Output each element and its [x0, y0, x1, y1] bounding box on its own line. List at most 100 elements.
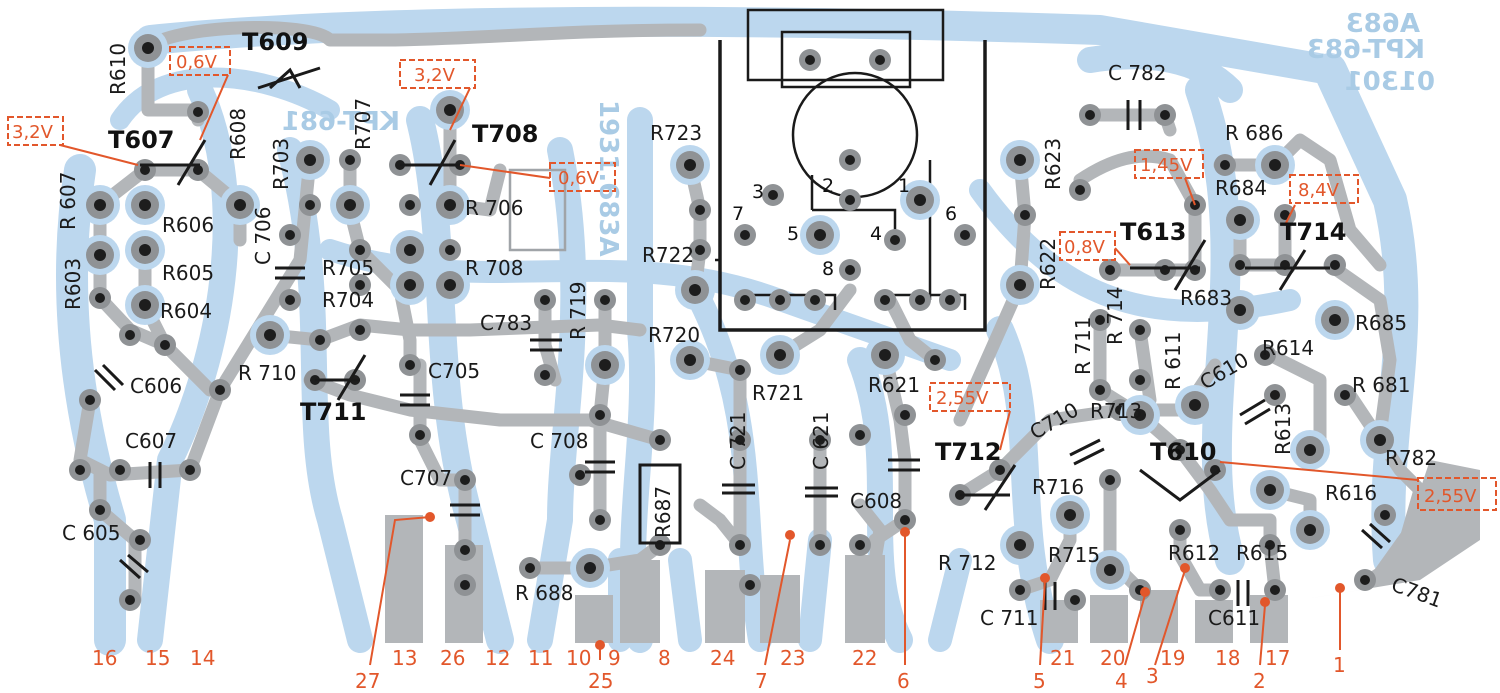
label-r703: R703	[269, 138, 293, 190]
pad-hole	[1175, 445, 1185, 455]
c705-body	[400, 393, 430, 407]
label-r621: R621	[868, 373, 920, 397]
pad-hole	[405, 200, 415, 210]
label-r623: R623	[1041, 138, 1065, 190]
pad-hole	[234, 199, 246, 211]
label-r684: R684	[1215, 176, 1267, 200]
testpoint-2: 2	[1253, 669, 1266, 693]
label-c707: C707	[400, 466, 452, 490]
label-c608: C608	[850, 489, 902, 513]
pad-hole	[355, 280, 365, 290]
pad-hole	[945, 295, 955, 305]
pad-hole	[575, 470, 585, 480]
pad-hole	[1270, 390, 1280, 400]
pin-12: 12	[485, 646, 510, 670]
pad-hole	[775, 295, 785, 305]
socket-pin-1: 1	[898, 175, 910, 197]
t714-body	[1245, 249, 1330, 291]
label-r608: R608	[226, 108, 250, 160]
c707-body	[450, 503, 480, 517]
pad-hole	[304, 154, 316, 166]
pin-26: 26	[440, 646, 465, 670]
label-r782: R782	[1385, 446, 1437, 470]
voltage-3-2v-b: 3,2V	[414, 65, 456, 86]
voltage-1-45v: 1,45V	[1140, 155, 1193, 176]
label-r683: R683	[1180, 286, 1232, 310]
label-r720: R720	[648, 323, 700, 347]
label-r610: R610	[106, 43, 130, 95]
pad-hole	[735, 365, 745, 375]
label-t708: T708	[472, 120, 538, 148]
pad-hole	[125, 595, 135, 605]
pad-hole	[1075, 185, 1085, 195]
pin-8: 8	[658, 646, 671, 670]
label-r723: R723	[650, 121, 702, 145]
t610-body	[1139, 468, 1221, 502]
label-r710: R 710	[238, 361, 296, 385]
pad-hole	[185, 465, 195, 475]
pad-hole	[1260, 350, 1270, 360]
label-t613: T613	[1120, 218, 1186, 246]
pad-hole	[1270, 585, 1280, 595]
label-r613: R613	[1271, 403, 1295, 455]
pad-hole	[740, 295, 750, 305]
c606-body	[93, 363, 125, 392]
pad-hole	[95, 505, 105, 515]
pad-hole	[540, 295, 550, 305]
label-c605: C 605	[62, 521, 121, 545]
pad-hole	[1085, 110, 1095, 120]
pad-hole	[1304, 524, 1316, 536]
pad-hole	[1015, 585, 1025, 595]
socket-pin-8: 8	[822, 258, 834, 280]
socket-pin-4: 4	[870, 223, 882, 245]
voltage-2-55v-a: 2,55V	[936, 388, 989, 409]
label-r681: R 681	[1352, 373, 1410, 397]
v06a-box	[169, 46, 231, 76]
voltage-2-55v-b: 2,55V	[1424, 486, 1477, 507]
v08-box	[1059, 231, 1116, 261]
pad-hole	[855, 540, 865, 550]
pad-hole	[695, 245, 705, 255]
t708-body	[400, 139, 460, 186]
label-r612: R612	[1168, 541, 1220, 565]
c781-body	[1360, 522, 1392, 550]
pad-hole	[890, 235, 900, 245]
c710-body	[1069, 438, 1105, 466]
connector-pin-numbers: 16 15 14 13 26 12 11 10 9 8 24 23 22 21 …	[92, 646, 1346, 693]
pad-hole	[1340, 390, 1350, 400]
c621-body	[805, 486, 838, 498]
pin-15: 15	[145, 646, 170, 670]
testpoint-leaders	[369, 516, 1341, 666]
testpoint-27: 27	[355, 669, 380, 693]
label-r606: R606	[162, 213, 214, 237]
pad-hole	[805, 55, 815, 65]
pad-hole	[1135, 375, 1145, 385]
pad-hole	[584, 562, 596, 574]
pad-hole	[160, 340, 170, 350]
label-r616: R616	[1325, 481, 1377, 505]
pad-hole	[125, 330, 135, 340]
pad-hole	[900, 515, 910, 525]
pad-hole	[1070, 595, 1080, 605]
testpoint-dots	[425, 512, 1345, 650]
pad-hole	[655, 435, 665, 445]
pad-hole	[1280, 210, 1290, 220]
label-c711: C 711	[980, 606, 1039, 630]
label-r716: R716	[1032, 475, 1084, 499]
label-r611: R 611	[1161, 332, 1185, 390]
pad-hole	[595, 515, 605, 525]
pin-9: 9	[608, 646, 621, 670]
pad-hole	[1269, 159, 1281, 171]
voltage-8-4v: 8,4V	[1298, 180, 1340, 201]
pad-hole	[915, 295, 925, 305]
pad-hole	[684, 159, 696, 171]
pad-hole	[740, 230, 750, 240]
pad-hole	[94, 199, 106, 211]
pad-hole	[285, 295, 295, 305]
v32b-box	[399, 59, 476, 89]
t711-body	[315, 354, 367, 401]
socket-pin-3: 3	[752, 181, 764, 203]
pin-18: 18	[1215, 646, 1240, 670]
label-r712: R 712	[938, 551, 996, 575]
ghost-kpt683: KPT-683	[1307, 35, 1425, 65]
